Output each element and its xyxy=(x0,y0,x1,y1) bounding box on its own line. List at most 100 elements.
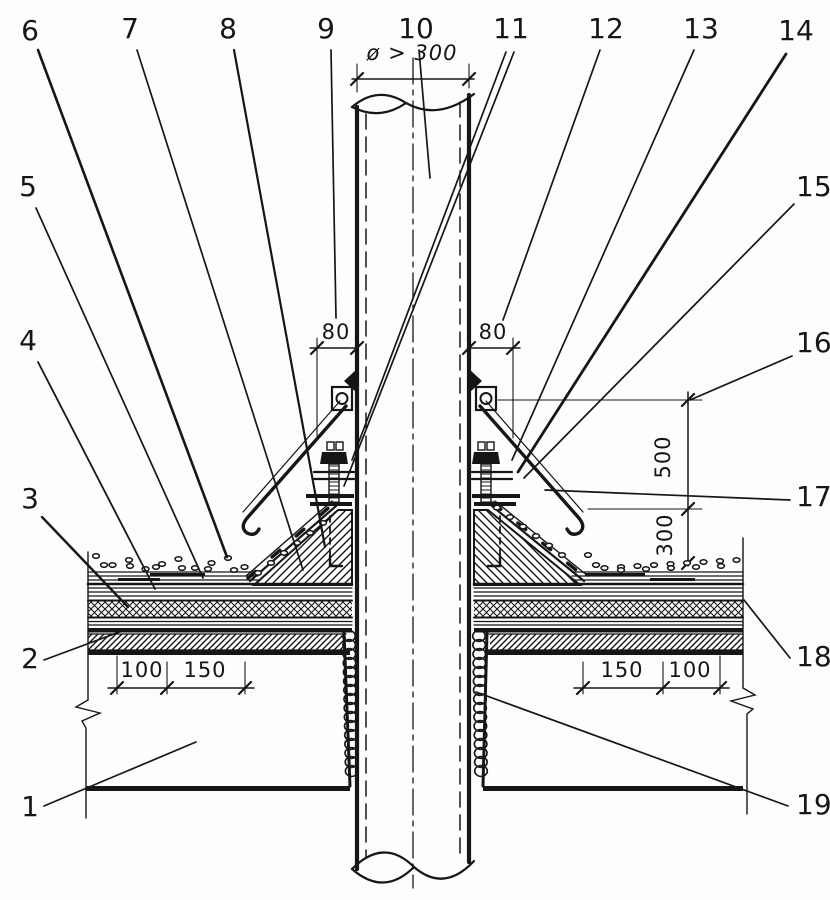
layer-line xyxy=(88,650,350,655)
coil-ring xyxy=(473,764,489,778)
gravel-dot xyxy=(91,552,101,560)
leader-line-16 xyxy=(689,355,793,401)
leader-line-11 xyxy=(351,51,507,461)
ceiling-line-left xyxy=(86,786,350,791)
gravel-dot xyxy=(279,549,289,556)
coil-ring xyxy=(472,683,487,697)
gravel-dot xyxy=(177,564,187,572)
callout-19: 19 xyxy=(796,788,830,821)
roof-layers-right xyxy=(472,571,745,655)
leader-line-10 xyxy=(418,49,431,179)
bolt-shank-right xyxy=(480,463,492,505)
callout-2: 2 xyxy=(21,642,39,675)
leader-line-6 xyxy=(36,48,229,559)
leader-line-18 xyxy=(743,599,791,659)
gravel-dot xyxy=(253,569,263,576)
gravel-dot xyxy=(666,564,676,572)
gravel-dot xyxy=(229,566,239,574)
screed-hatch xyxy=(490,634,743,650)
callout-6: 6 xyxy=(21,14,39,47)
mortar-fillet-left xyxy=(251,509,353,586)
callout-15: 15 xyxy=(796,170,830,203)
gravel-dot xyxy=(505,514,515,521)
gravel-dot xyxy=(108,561,117,569)
membrane-end-mark xyxy=(118,578,160,581)
flashing-end-marks-right xyxy=(491,501,588,580)
gravel-dot xyxy=(531,532,541,540)
gravel-dot xyxy=(641,565,651,573)
gravel-dot xyxy=(691,563,701,571)
leader-line-14 xyxy=(516,52,788,474)
dimension-text: 150 xyxy=(183,658,226,682)
callout-10: 10 xyxy=(398,12,434,45)
leader-line-11 xyxy=(343,51,515,487)
gravel-dot xyxy=(492,504,502,511)
bolt-head-left xyxy=(326,441,335,451)
leader-line-17 xyxy=(544,489,791,501)
leader-line-12 xyxy=(502,49,601,321)
gravel-dot xyxy=(732,556,741,564)
coil-ring xyxy=(472,647,487,661)
callout-9: 9 xyxy=(317,12,335,45)
gravel-dot xyxy=(151,563,161,571)
pipe-top-break-lens xyxy=(350,101,408,115)
callout-8: 8 xyxy=(219,12,237,45)
gravel-dot xyxy=(699,558,708,566)
gravel-dot xyxy=(633,562,642,570)
break-line-left xyxy=(74,699,103,819)
membrane-end-mark xyxy=(585,573,645,577)
gravel-dot xyxy=(715,557,725,565)
coil-ring xyxy=(472,638,487,652)
leader-line-19 xyxy=(475,691,789,807)
gravel-dot xyxy=(124,556,134,564)
pipe-bottom-break-lens xyxy=(350,865,416,884)
gravel-dot xyxy=(591,561,601,569)
gravel-dot xyxy=(544,542,554,549)
vapour-barrier xyxy=(88,628,352,633)
gravel-dot xyxy=(203,565,213,573)
coil-ring xyxy=(472,656,487,670)
callout-5: 5 xyxy=(19,170,37,203)
gravel-dot xyxy=(125,562,135,570)
dimension-text: 80 xyxy=(322,320,351,344)
gravel-dot xyxy=(649,561,659,569)
gravel-dot xyxy=(616,566,626,574)
dimension-text: 150 xyxy=(600,658,643,682)
coil-ring xyxy=(472,674,487,688)
gravel-dot xyxy=(557,551,567,559)
insulation-crosshatch xyxy=(88,601,352,617)
dimension-text: 100 xyxy=(120,658,163,682)
gravel-dot xyxy=(157,560,167,568)
layer-line xyxy=(487,650,743,655)
coil-ring xyxy=(473,746,488,760)
gravel-dot xyxy=(174,555,183,563)
leader-line-13 xyxy=(511,49,695,461)
callout-1: 1 xyxy=(21,790,39,823)
callout-7: 7 xyxy=(121,12,139,45)
apron-clamp-right xyxy=(474,385,498,412)
membrane-end-mark xyxy=(650,578,695,581)
dimension-lines xyxy=(107,63,730,696)
gravel-dot xyxy=(240,563,249,571)
clamp-hook-right xyxy=(469,369,482,393)
break-line-right xyxy=(728,687,757,815)
pipe xyxy=(350,57,476,889)
bolt-head-right xyxy=(477,441,486,451)
dimension-text: 100 xyxy=(668,658,711,682)
coil-ring xyxy=(473,719,488,733)
gravel-dots xyxy=(91,504,741,576)
coil-ring xyxy=(472,701,488,715)
callout-16: 16 xyxy=(796,326,830,359)
gravel-dot xyxy=(682,559,692,567)
gravel-dot xyxy=(207,559,216,567)
leader-line-2 xyxy=(43,630,123,661)
screed-hatch xyxy=(88,634,346,650)
gravel-dot xyxy=(99,561,109,569)
opening-edge-right xyxy=(481,630,489,788)
coil-ring xyxy=(473,728,488,742)
clamp-plate-right xyxy=(470,470,514,481)
